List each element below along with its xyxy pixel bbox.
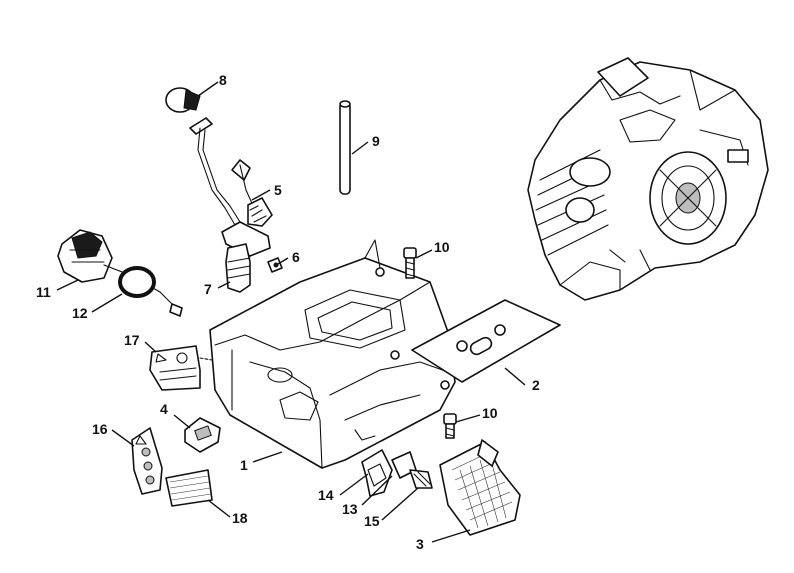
o-ring <box>118 266 156 298</box>
callout-18: 18 <box>232 510 248 526</box>
callout-11: 11 <box>36 284 51 300</box>
callout-1: 1 <box>240 457 248 473</box>
nut-part <box>184 417 221 453</box>
gasket <box>411 299 561 383</box>
leader-lines <box>56 81 526 543</box>
spring-screw <box>409 469 433 489</box>
callout-numbers: 1 2 3 4 5 6 7 8 9 10 10 11 12 13 14 15 1… <box>36 72 540 552</box>
fuel-hose-assembly <box>165 87 273 293</box>
callout-12: 12 <box>72 305 88 321</box>
callout-16: 16 <box>92 421 108 437</box>
engine-assembly <box>527 57 769 301</box>
callout-7: 7 <box>204 281 212 297</box>
small-plug <box>267 257 283 273</box>
callout-10-lower: 10 <box>482 405 498 421</box>
rod-part <box>339 100 351 195</box>
screw-upper <box>403 247 417 279</box>
warning-label-17 <box>149 345 213 391</box>
callout-13: 13 <box>342 501 358 517</box>
callout-3: 3 <box>416 536 424 552</box>
oil-pump <box>57 229 183 317</box>
warning-label-16 <box>131 427 163 495</box>
callout-14: 14 <box>318 487 334 503</box>
callout-5: 5 <box>274 182 282 198</box>
callout-4: 4 <box>160 401 168 417</box>
callout-15: 15 <box>364 513 380 529</box>
callout-2: 2 <box>532 377 540 393</box>
vent-label-18 <box>165 469 213 507</box>
callout-8: 8 <box>219 72 227 88</box>
tank-housing <box>209 239 456 469</box>
cover-plate <box>439 439 521 536</box>
callout-17: 17 <box>124 332 140 348</box>
callout-10-upper: 10 <box>434 239 450 255</box>
bracket-part <box>361 449 393 497</box>
screw-lower <box>443 413 457 439</box>
callout-6: 6 <box>292 249 300 265</box>
callout-9: 9 <box>372 133 380 149</box>
